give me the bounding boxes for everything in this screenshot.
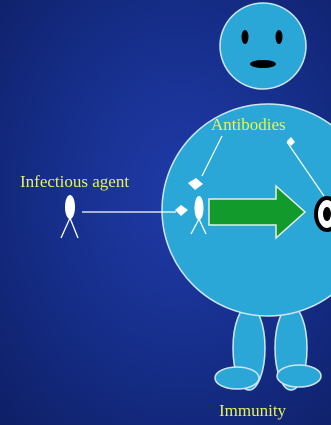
- infectious-agent-icon: [65, 195, 75, 219]
- agent-leg-left: [61, 218, 70, 238]
- infectious-agent-label: Infectious agent: [20, 172, 129, 192]
- head: [220, 3, 306, 89]
- antibodies-label: Antibodies: [211, 115, 286, 135]
- mouth: [250, 60, 276, 68]
- agent-leg-right: [70, 218, 78, 238]
- left-foot: [215, 367, 259, 389]
- right-eye: [276, 30, 283, 44]
- immunity-label: Immunity: [219, 401, 286, 421]
- internal-agent-icon: [195, 196, 204, 220]
- target-cell-core: [323, 207, 331, 221]
- right-foot: [277, 365, 321, 387]
- left-eye: [242, 30, 249, 44]
